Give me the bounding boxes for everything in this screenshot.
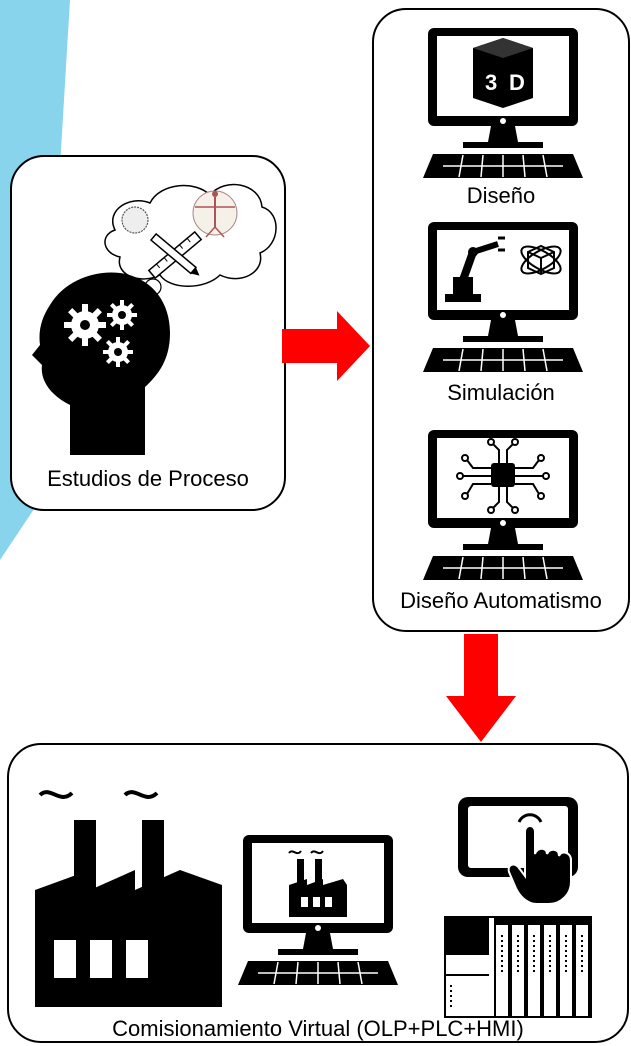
- tool-label-design: Diseño: [466, 183, 536, 208]
- touch-tablet-icon: [458, 797, 578, 905]
- thinking-head-gears-icon: [32, 183, 277, 455]
- arrow-right-icon: [282, 311, 370, 381]
- tool-label-simulation: Simulación: [447, 380, 555, 405]
- plc-rack-icon: [444, 916, 592, 1018]
- arrow-down-icon: [446, 634, 516, 742]
- process-studies-label: Estudios de Proceso: [47, 466, 249, 491]
- factory-icon: [35, 790, 222, 1007]
- monitor-robot-simulation-icon: [423, 222, 583, 372]
- monitor-3d-icon: 3 D: [423, 28, 583, 178]
- svg-text:D: D: [509, 70, 525, 95]
- svg-text:3: 3: [485, 70, 497, 95]
- virtual-commissioning-label: Comisionamiento Virtual (OLP+PLC+HMI): [112, 1016, 524, 1041]
- tool-label-automation-design: Diseño Automatismo: [400, 588, 602, 613]
- monitor-circuit-icon: [423, 430, 583, 580]
- monitor-factory-icon: [238, 835, 398, 985]
